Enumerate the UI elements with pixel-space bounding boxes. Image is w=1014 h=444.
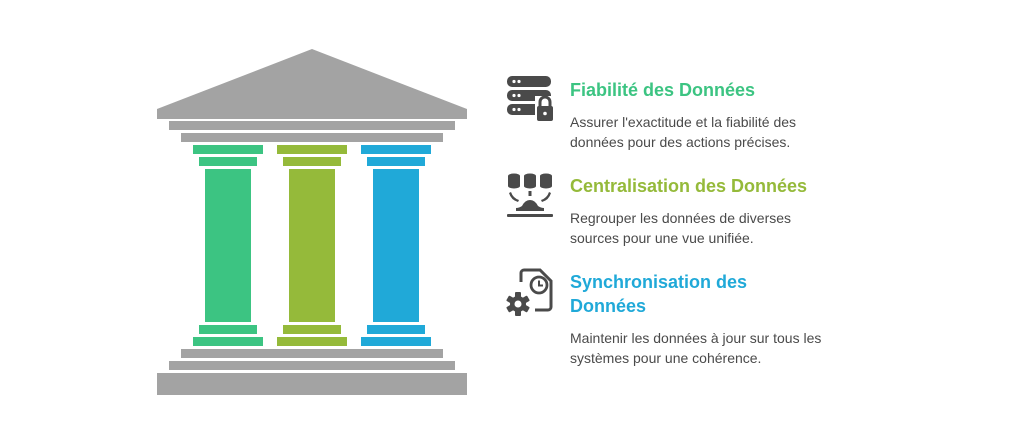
item-description: Regrouper les données de diverses source… <box>570 210 792 246</box>
item-description: Maintenir les données à jour sur tous le… <box>570 330 822 366</box>
data-merge-icon <box>507 173 553 217</box>
step-middle <box>169 361 455 370</box>
step-base <box>157 373 467 395</box>
item-title: Synchronisation des Données <box>570 272 748 316</box>
item-description: Assurer l'exactitude et la fiabilité des… <box>570 114 797 150</box>
entablature-bottom <box>181 133 443 142</box>
item-title: Centralisation des Données <box>570 176 808 196</box>
item-title: Fiabilité des Données <box>570 80 756 100</box>
sync-gear-clock-icon <box>506 268 553 316</box>
server-lock-icon <box>507 76 555 122</box>
step-top <box>181 349 443 358</box>
entablature-top <box>169 121 455 130</box>
